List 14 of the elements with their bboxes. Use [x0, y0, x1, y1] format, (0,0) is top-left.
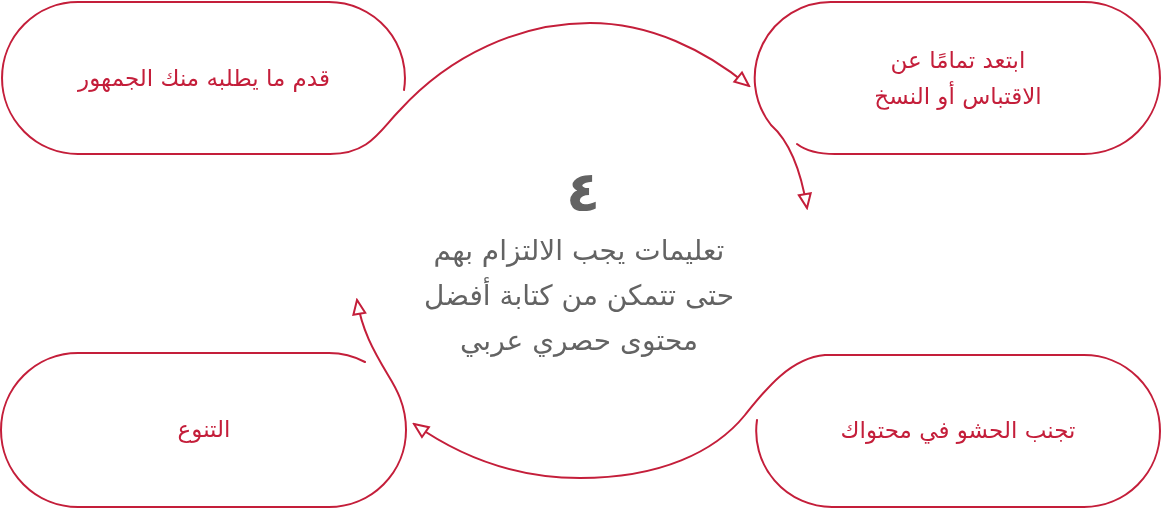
step-text: قدم ما يطلبه منك الجمهور [78, 63, 330, 94]
curved-arrow [770, 124, 812, 209]
curved-arrow [352, 299, 407, 431]
step-text: التنوع [177, 414, 231, 445]
curved-arrow [329, 22, 750, 155]
step-text: تجنب الحشو في محتواك [840, 415, 1076, 446]
rounded-step-box [754, 352, 1162, 509]
rounded-step-box [0, 350, 408, 509]
center-heading-text: تعليمات يجب الالتزام بهم حتى تتمكن من كتابة أفضل محتوى حصري عربي [423, 233, 735, 359]
curved-arrow [413, 354, 826, 479]
rounded-step-box [0, 0, 408, 157]
step-count-number: ٤ [564, 160, 602, 225]
step-text: ابتعد تمامًا عن الاقتباس أو النسخ [873, 45, 1043, 112]
rounded-step-box [754, 0, 1162, 157]
